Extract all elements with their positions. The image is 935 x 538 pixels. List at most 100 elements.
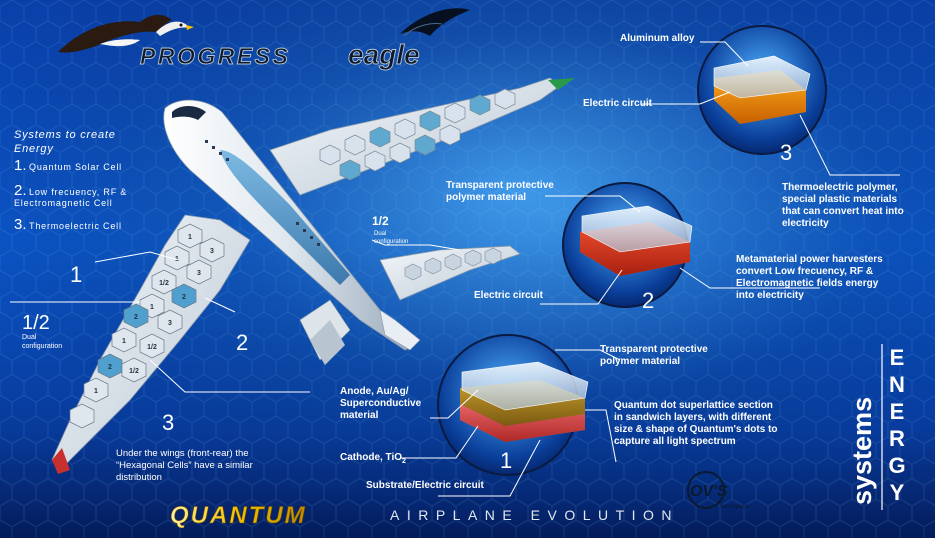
footer-airplane-evolution: AIRPLANE EVOLUTION xyxy=(390,507,679,523)
quantum-line: capture all light spectrum xyxy=(614,436,736,447)
layer-leader-lines xyxy=(400,41,900,497)
systems-item: 2. Low frecuency, RF & xyxy=(14,182,128,199)
label-thermoelectric: Thermoelectric polymer, special plastic … xyxy=(782,182,904,230)
hex-cell-label: 3 xyxy=(197,270,201,277)
systems-item: 1. Quantum Solar Cell xyxy=(14,157,127,174)
label-transparent-2: Transparent protective polymer material xyxy=(446,180,554,204)
layer-number-1: 1 xyxy=(500,448,513,473)
cathode-subscript: 2 xyxy=(402,458,406,465)
systems-item-text: Low frecuency, RF & xyxy=(29,187,128,197)
energy-letter: Y xyxy=(890,480,905,505)
transparent-line: polymer material xyxy=(446,192,527,203)
layer-stack-2 xyxy=(562,182,693,308)
layer-stack-1 xyxy=(437,334,589,476)
transparent-line: Transparent protective xyxy=(600,344,708,355)
meta-line: convert Low frecuency, RF & xyxy=(736,266,874,277)
quantum-line: Quantum dot superlattice section xyxy=(614,400,773,411)
hex-cell-label: 1/2 xyxy=(159,280,169,287)
tail-label-half: 1/2 xyxy=(372,214,389,228)
wing-leader-lines xyxy=(10,239,461,393)
hex-cell-label: 1/2 xyxy=(129,368,139,375)
eagle-logo-icon xyxy=(58,14,194,53)
tail-label-configuration: configuration xyxy=(374,239,409,245)
under-wings-line: Under the wings (front-rear) the xyxy=(116,448,249,459)
anode-line: Anode, Au/Ag/ xyxy=(340,386,409,397)
transparent-line: Transparent protective xyxy=(446,180,554,191)
energy-letter: R xyxy=(889,426,905,451)
layer-stack-3 xyxy=(697,25,827,155)
under-wings-line: distribution xyxy=(116,472,162,483)
side-title-energy: E N E R G Y xyxy=(888,345,905,505)
cathode-text: Cathode, TiO xyxy=(340,452,403,463)
meta-line: Metamaterial power harvesters xyxy=(736,254,883,265)
hex-cell-label: 1/2 xyxy=(147,344,157,351)
label-metamaterial: Metamaterial power harvesters convert Lo… xyxy=(736,254,883,302)
transparent-line: polymer material xyxy=(600,356,681,367)
systems-heading-line2: Energy xyxy=(14,143,54,155)
systems-heading-line1: Systems to create xyxy=(14,129,116,141)
hex-cell-label: 2 xyxy=(108,364,112,371)
wing-label-configuration: configuration xyxy=(22,343,63,350)
company-mark: OV'S xyxy=(690,483,728,500)
thermo-line: Thermoelectric polymer, xyxy=(782,182,898,193)
systems-item-text: Quantum Solar Cell xyxy=(29,162,122,172)
thermo-line: that can convert heat into xyxy=(782,206,904,217)
hex-cell-label: 1 xyxy=(150,304,154,311)
systems-item-num: 1. xyxy=(14,157,27,174)
hex-cell-label: 1 xyxy=(122,338,126,345)
footer-quantum-text: QUANTUM xyxy=(170,502,307,529)
thermo-line: electricity xyxy=(782,218,829,229)
meta-line: into electricity xyxy=(736,290,804,301)
label-electric-circuit-2: Electric circuit xyxy=(474,290,543,301)
label-anode: Anode, Au/Ag/ Superconductive material xyxy=(340,386,421,422)
hex-cell-label: 2 xyxy=(182,294,186,301)
under-wings-note: Under the wings (front-rear) the “Hexago… xyxy=(116,448,253,484)
label-electric-circuit-3: Electric circuit xyxy=(583,98,652,109)
hex-cell-label: 3 xyxy=(210,248,214,255)
energy-letter: E xyxy=(890,399,905,424)
wing-label-dual: Dual xyxy=(22,334,37,341)
systems-item-text: Thermoelectric Cell xyxy=(29,221,122,231)
hex-cell-label: 1 xyxy=(94,388,98,395)
energy-letter: E xyxy=(890,345,905,370)
hex-cell-label: 3 xyxy=(168,320,172,327)
label-transparent-1: Transparent protective polymer material xyxy=(600,344,708,368)
wing-label-three: 3 xyxy=(162,410,175,435)
label-quantum-dot: Quantum dot superlattice section in sand… xyxy=(614,400,778,448)
systems-item-num: 3. xyxy=(14,216,27,233)
energy-letter: G xyxy=(888,453,905,478)
company-small-text: Aerospace xyxy=(720,504,749,510)
anode-line: material xyxy=(340,410,379,421)
label-cathode: Cathode, TiO2 xyxy=(340,452,406,468)
quantum-line: size & shape of Quantum's dots to xyxy=(614,424,778,435)
meta-line: Electromagnetic fields energy xyxy=(736,278,879,289)
layer-number-3: 3 xyxy=(780,140,793,165)
tail-label-dual: Dual xyxy=(374,231,387,237)
side-title-systems: systems xyxy=(847,397,877,505)
systems-item-text: Electromagnetic Cell xyxy=(14,198,113,208)
tail-label-dual-config: Dual configuration xyxy=(374,230,408,246)
systems-list: 1. Quantum Solar Cell 2. Low frecuency, … xyxy=(14,157,128,233)
wing-label-dual-config: Dual configuration xyxy=(22,333,62,351)
wing-label-one: 1 xyxy=(70,262,83,287)
label-substrate: Substrate/Electric circuit xyxy=(366,480,484,491)
eagle-feather-icon xyxy=(400,8,470,37)
energy-letter: N xyxy=(889,372,905,397)
wing-label-half: 1/2 xyxy=(22,312,50,334)
label-aluminum-alloy: Aluminum alloy xyxy=(620,33,695,44)
hex-cell-label: 2 xyxy=(134,314,138,321)
hex-cell-label: 1 xyxy=(188,234,192,241)
under-wings-line: “Hexagonal Cells” have a similar xyxy=(116,460,253,471)
anode-line: Superconductive xyxy=(340,398,422,409)
systems-heading: Systems to create Energy xyxy=(14,128,116,156)
ovs-logo-icon: OV'S Aerospace xyxy=(687,471,749,510)
systems-item: 3. Thermoelectric Cell xyxy=(14,216,127,233)
thermo-line: special plastic materials xyxy=(782,194,898,205)
systems-item-num: 2. xyxy=(14,182,27,199)
wing-label-two: 2 xyxy=(236,330,249,355)
logo-eagle-text: eagle xyxy=(348,39,420,70)
quantum-line: in sandwich layers, with different xyxy=(614,412,772,423)
logo-progress-text: PROGRESS xyxy=(140,43,290,69)
